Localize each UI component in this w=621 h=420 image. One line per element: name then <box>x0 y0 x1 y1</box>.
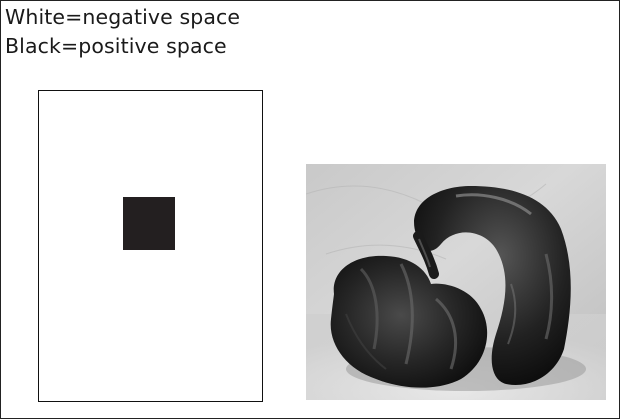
positive-space-square <box>123 197 175 250</box>
pepper-photograph <box>306 164 606 400</box>
caption: White=negative space Black=positive spac… <box>5 3 240 61</box>
caption-line-negative: White=negative space <box>5 3 240 32</box>
caption-line-positive: Black=positive space <box>5 32 240 61</box>
